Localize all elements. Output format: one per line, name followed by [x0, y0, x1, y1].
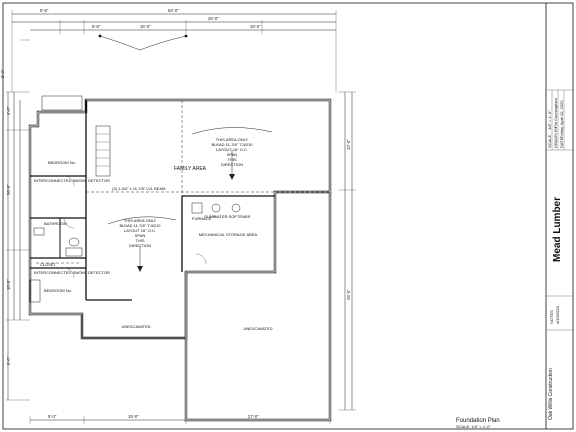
- right-dimensions: 12'-0" 26'-0": [338, 91, 356, 411]
- svg-text:THIS: THIS: [227, 157, 236, 162]
- tb-notes-value: 4/10/2020: [555, 305, 560, 324]
- dim-top-seg-5: 18'-0": [250, 24, 261, 29]
- label-unexcavated-large: UNEXCAVATED: [243, 326, 272, 331]
- foundation-walls: [28, 98, 332, 422]
- note-beam: (3) 1-3/4" x 11-7/8" LVL BEAM: [112, 186, 165, 191]
- top-dimensions: 5'-6" 54'-0" 6'-6" 16'-0" 25'-0" 18'-0": [11, 8, 337, 92]
- tb-date-value: Friday, April 10, 2020: [559, 100, 564, 138]
- svg-text:THIS: THIS: [135, 238, 144, 243]
- label-bathroom: BATHROOM: [44, 221, 67, 226]
- svg-text:DIRECTION: DIRECTION: [221, 162, 243, 167]
- label-furnace: FURNACE: [192, 216, 212, 221]
- dim-top-seg-3: 16'-0": [140, 24, 151, 29]
- label-bedroom-top: BEDROOM No.: [48, 160, 76, 165]
- dim-top-seg-2: 6'-6": [92, 24, 101, 29]
- interior-partitions: [29, 95, 330, 303]
- svg-text:LAYOUT 16" O.C.: LAYOUT 16" O.C.: [124, 228, 156, 233]
- tb-notes-label: NOTES: [549, 310, 554, 324]
- dim-right-1: 12'-0": [346, 139, 351, 150]
- svg-text:THIS AREA ONLY: THIS AREA ONLY: [124, 218, 157, 223]
- company-name: Mead Lumber: [552, 197, 563, 262]
- svg-text:LAYOUT 16" O.C.: LAYOUT 16" O.C.: [216, 147, 248, 152]
- tb-scale-label: SCALE: [547, 135, 552, 148]
- plan-title: Foundation Plan: [456, 418, 500, 424]
- tb-scale-value: 1/4" = 1'-0": [547, 110, 552, 130]
- joist-note-lower: THIS AREA ONLY BLKAD 11-7/8" TJI/210 LAY…: [119, 218, 161, 248]
- svg-text:THIS AREA ONLY: THIS AREA ONLY: [216, 137, 249, 142]
- label-closet: CLOSET: [40, 262, 57, 267]
- dim-bottom-3: 27'-0": [248, 414, 259, 419]
- svg-text:BLKAD 11-7/8" TJI/210: BLKAD 11-7/8" TJI/210: [119, 223, 161, 228]
- dim-right-2: 26'-0": [346, 289, 351, 300]
- dim-left-5: 6'-0": [6, 356, 11, 365]
- label-sump: SUMP: [204, 214, 216, 219]
- svg-text:BLKAD 11-7/8" TJI/210: BLKAD 11-7/8" TJI/210: [211, 142, 253, 147]
- tb-date-label: DATE: [559, 137, 564, 148]
- dim-top-seg-1: 5'-6": [40, 8, 49, 13]
- dim-bottom-2: 15'-0": [128, 414, 139, 419]
- svg-text:DIRECTION: DIRECTION: [129, 243, 151, 248]
- contractor-name: Oak Willis Construction: [548, 368, 554, 420]
- label-mechanical: MECHANICAL STORAGE AREA: [199, 232, 258, 237]
- label-water-softener: WATER SOFTENER: [214, 214, 251, 219]
- note-smoke-top: INTERCONNECTED SMOKE DETECTOR: [34, 178, 110, 183]
- label-bedroom-bottom: BEDROOM No.: [44, 288, 72, 293]
- svg-text:SPAN: SPAN: [135, 233, 146, 238]
- joist-direction-arrows: [107, 127, 273, 272]
- dim-top-seg-4: 25'-0": [208, 16, 219, 21]
- tb-drawn-label: DRAWN BY: [553, 126, 558, 148]
- label-unexcavated-small: UNEXCAVATED: [121, 324, 150, 329]
- note-smoke-bottom: INTERCONNECTED SMOKE DETECTOR: [34, 270, 110, 275]
- joist-note-upper: THIS AREA ONLY BLKAD 11-7/8" TJI/210 LAY…: [211, 137, 253, 167]
- left-dimensions: 6'-0" 4'-0" 26'-0" 10'-0" 6'-0": [0, 69, 30, 401]
- dim-overall-top: 54'-0": [168, 8, 179, 13]
- dim-bottom-1: 5'-0": [48, 414, 57, 419]
- dim-left-2: 4'-0": [6, 106, 11, 115]
- svg-text:SPAN: SPAN: [227, 152, 238, 157]
- dim-left-1: 6'-0": [0, 69, 5, 78]
- dim-left-3: 26'-0": [6, 184, 11, 195]
- dim-left-4: 10'-0": [6, 279, 11, 290]
- plan-scale: SCALE: 1/4" = 1'-0": [456, 424, 491, 429]
- label-family-area: FAMILY AREA: [174, 166, 207, 172]
- tb-drawn-value: Pat Cunningham: [553, 98, 558, 128]
- title-block: SCALE 1/4" = 1'-0" DRAWN BY Pat Cunningh…: [546, 89, 573, 420]
- room-labels: FAMILY AREA BEDROOM No. BATHROOM CLOSET …: [40, 160, 273, 331]
